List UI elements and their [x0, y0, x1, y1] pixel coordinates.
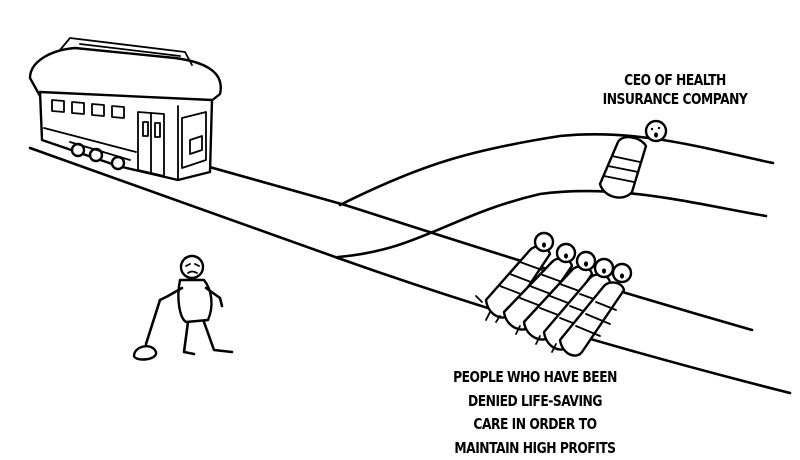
ceo-caption-line-2: INSURANCE COMPANY [589, 90, 761, 109]
ceo-figure [600, 121, 666, 198]
people-caption-line-3: CARE IN ORDER TO [441, 413, 630, 437]
ceo-caption-line-1: CEO OF HEALTH [589, 71, 761, 90]
lever-operator-figure [134, 256, 232, 359]
people-caption-line-2: DENIED LIFE-SAVING [441, 390, 630, 414]
tied-people-group [476, 233, 631, 356]
ceo-caption: CEO OF HEALTH INSURANCE COMPANY [589, 71, 761, 109]
people-caption-line-4: MAINTAIN HIGH PROFITS [441, 437, 630, 460]
people-caption: PEOPLE WHO HAVE BEEN DENIED LIFE-SAVING … [441, 366, 630, 460]
people-caption-line-1: PEOPLE WHO HAVE BEEN [441, 366, 630, 390]
trolley-problem-illustration [0, 0, 800, 450]
